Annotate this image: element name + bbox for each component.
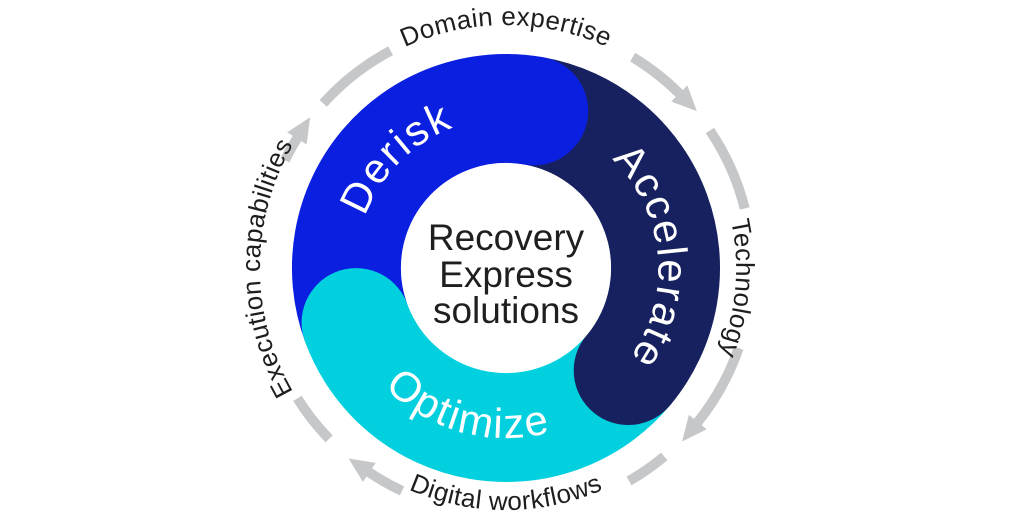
segment-cap-derisk	[479, 56, 589, 166]
outer-label-domain-expertise: Domain expertise	[396, 1, 617, 53]
arrow-arc-top-tail	[319, 46, 393, 107]
arrow-arc-left-head	[280, 117, 311, 163]
center-title-line3: solutions	[433, 290, 579, 331]
center-title: Recovery Express solutions	[428, 217, 585, 331]
arrow-arc-right-head	[682, 346, 744, 442]
flow-arrows	[280, 46, 750, 496]
outer-label-technology: Technology	[714, 216, 760, 362]
center-circle	[401, 163, 611, 373]
arrow-arc-top-head	[630, 52, 697, 112]
donut-ring	[291, 54, 720, 482]
arrow-arc-bottom-tail	[626, 452, 668, 486]
segment-cap-optimize	[301, 268, 411, 378]
arrow-arc-left-tail	[293, 395, 333, 443]
center-title-line2: Express	[439, 254, 573, 295]
arrow-arc-right-tail	[705, 127, 750, 210]
arrow-arc-bottom-head	[348, 458, 405, 496]
outer-label-execution-capabilities: Execution capabilities	[236, 133, 299, 403]
segment-cap-accelerate	[573, 316, 683, 425]
center-title-line1: Recovery	[428, 217, 585, 258]
